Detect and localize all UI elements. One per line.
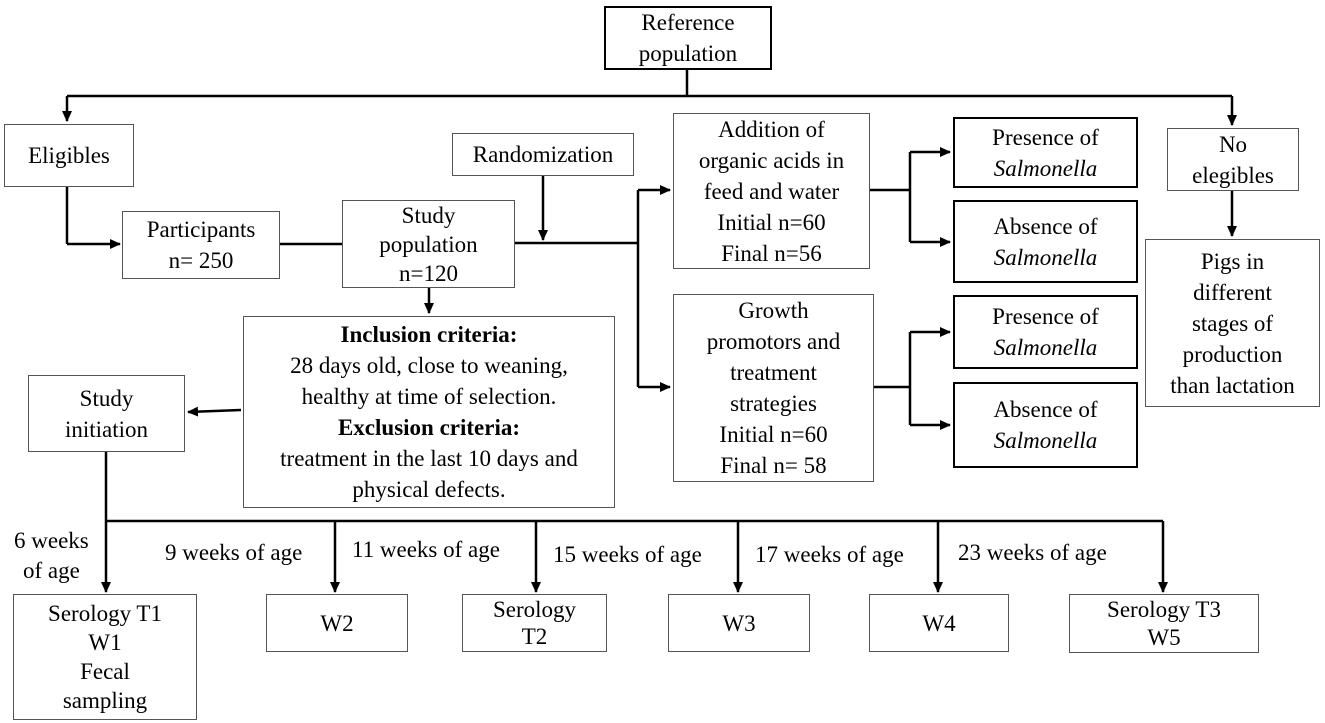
pigs-stages-box: Pigs in different stages of production t… (1145, 239, 1320, 407)
arrow-to-initiation (187, 406, 242, 417)
sample1-line2: W1 (88, 630, 122, 655)
absence-label-1: Absence of (993, 213, 1098, 239)
sample1-line1: Serology T1 (48, 601, 162, 626)
organic-acids-line5: Final n=56 (721, 240, 822, 266)
organic-acids-line4: Initial n=60 (717, 209, 826, 235)
study-initiation-box: Study initiation (28, 375, 185, 452)
study-population-line1: Study (401, 202, 456, 228)
salmonella-label-1: Salmonella (993, 155, 1098, 181)
pigs-line4: production (1182, 341, 1283, 367)
sample3-line1: Serology (492, 597, 577, 622)
absence-label-2: Absence of (993, 397, 1098, 422)
randomization-box: Randomization (452, 133, 634, 176)
growth-promotors-line5: Initial n=60 (719, 422, 828, 447)
growth-promotors-line1: Growth (738, 298, 809, 323)
presence-salmonella-box-1: Presence of Salmonella (953, 117, 1138, 188)
inclusion-line1: 28 days old, close to weaning, (290, 353, 568, 378)
sample2-label: W2 (320, 610, 354, 636)
sample6-line1: Serology T3 (1107, 596, 1221, 622)
sample-box-2: W2 (266, 594, 408, 652)
growth-promotors-line4: strategies (730, 391, 817, 416)
presence-label-1: Presence of (992, 124, 1099, 150)
timeline-label-23-weeks: 23 weeks of age (958, 540, 1107, 565)
no-eligibles-line2: elegibles (1192, 162, 1274, 188)
sample6-line2: W5 (1147, 624, 1181, 650)
exclusion-line1: treatment in the last 10 days and (280, 446, 578, 471)
sample4-label: W3 (722, 610, 756, 636)
timeline-label-17-weeks: 17 weeks of age (755, 542, 904, 567)
reference-line1: Reference (641, 10, 735, 35)
sample5-label: W4 (922, 610, 956, 636)
salmonella-label-3: Salmonella (993, 335, 1098, 360)
growth-promotors-line6: Final n= 58 (720, 453, 827, 478)
timeline-label-6-weeks: 6 weeks of age (14, 526, 89, 586)
sample3-line2: T2 (521, 624, 548, 649)
study-population-line3: n=120 (399, 260, 458, 286)
sample-box-6: Serology T3 W5 (1069, 594, 1259, 653)
organic-acids-box: Addition of organic acids in feed and wa… (673, 113, 870, 269)
study-initiation-line2: initiation (64, 416, 149, 442)
criteria-box: Inclusion criteria: 28 days old, close t… (243, 316, 615, 508)
pigs-line5: than lactation (1170, 372, 1295, 398)
participants-box: Participants n= 250 (122, 211, 280, 279)
week6-line2: of age (22, 558, 80, 583)
pigs-line1: Pigs in (1200, 248, 1265, 274)
sample1-line3: Fecal (80, 659, 130, 684)
pigs-line3: stages of (1191, 310, 1274, 336)
participants-line2: n= 250 (168, 248, 234, 273)
inclusion-line2: healthy at time of selection. (301, 384, 557, 409)
participants-line1: Participants (146, 217, 256, 242)
pigs-line2: different (1193, 279, 1272, 305)
study-population-box: Study population n=120 (342, 200, 515, 288)
randomization-label: Randomization (472, 142, 614, 167)
reference-line2: population (638, 41, 738, 66)
exclusion-title: Exclusion criteria: (337, 415, 521, 440)
presence-salmonella-box-2: Presence of Salmonella (953, 295, 1138, 369)
inclusion-title: Inclusion criteria: (340, 322, 518, 347)
sample-box-1: Serology T1 W1 Fecal sampling (13, 594, 197, 720)
salmonella-label-4: Salmonella (993, 428, 1098, 453)
organic-acids-line2: organic acids in (698, 147, 845, 173)
sample1-line4: sampling (62, 688, 148, 713)
sample-box-5: W4 (869, 594, 1009, 652)
reference-population-box: Reference population (604, 6, 772, 70)
growth-promotors-line2: promotors and (706, 329, 841, 354)
sample-box-3: Serology T2 (462, 594, 607, 652)
growth-promotors-box: Growth promotors and treatment strategie… (673, 294, 874, 482)
no-eligibles-box: No elegibles (1167, 128, 1299, 191)
week6-line1: 6 weeks (14, 528, 89, 553)
study-population-line2: population (379, 231, 478, 257)
no-eligibles-line1: No (1218, 131, 1248, 157)
exclusion-line2: physical defects. (352, 477, 506, 502)
eligibles-box: Eligibles (4, 124, 134, 187)
growth-promotors-line3: treatment (730, 360, 817, 385)
organic-acids-line3: feed and water (703, 178, 840, 204)
timeline-label-9-weeks: 9 weeks of age (165, 540, 303, 565)
timeline-label-11-weeks: 11 weeks of age (352, 537, 500, 562)
absence-salmonella-box-1: Absence of Salmonella (953, 200, 1138, 283)
presence-label-2: Presence of (992, 304, 1099, 329)
eligibles-label: Eligibles (28, 143, 110, 168)
timeline-label-15-weeks: 15 weeks of age (553, 542, 702, 567)
organic-acids-line1: Addition of (718, 116, 825, 142)
sample-box-4: W3 (668, 594, 810, 652)
salmonella-label-2: Salmonella (993, 244, 1098, 270)
absence-salmonella-box-2: Absence of Salmonella (953, 382, 1138, 468)
study-initiation-line1: Study (79, 385, 134, 411)
